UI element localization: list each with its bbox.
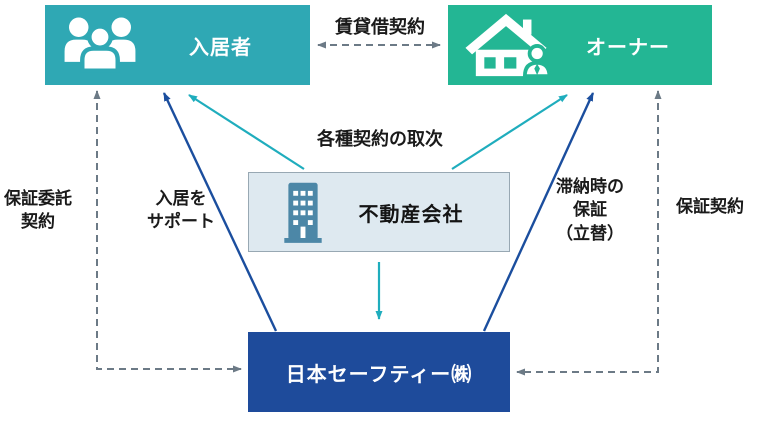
- agency-label: 不動産会社: [358, 203, 464, 226]
- agency-to-owner-arrow: [451, 94, 568, 170]
- tenant-label: 入居者: [189, 36, 252, 59]
- people-icon: [59, 14, 141, 76]
- owner-box: オーナー: [448, 5, 712, 85]
- lease-contract-label: 賃貸借契約: [335, 17, 425, 37]
- guarantor-label: 日本セーフティー㈱: [285, 363, 473, 386]
- move-in-support-label: 入居を サポート: [147, 189, 215, 232]
- guarantee-consignment-label: 保証委託 契約: [4, 189, 72, 232]
- delinquency-guarantee-label: 滞納時の 保証 （立替）: [556, 177, 624, 243]
- brokerage-label: 各種契約の取次: [317, 129, 443, 149]
- owner-label: オーナー: [586, 36, 670, 59]
- tenant-box: 入居者: [45, 5, 310, 85]
- agency-box: 不動産会社: [248, 172, 510, 252]
- agency-to-tenant-arrow: [188, 94, 305, 170]
- building-icon: [277, 178, 329, 246]
- guarantee-contract-label: 保証契約: [676, 197, 744, 216]
- house-icon: [458, 12, 554, 78]
- guarantor-box: 日本セーフティー㈱: [248, 332, 510, 412]
